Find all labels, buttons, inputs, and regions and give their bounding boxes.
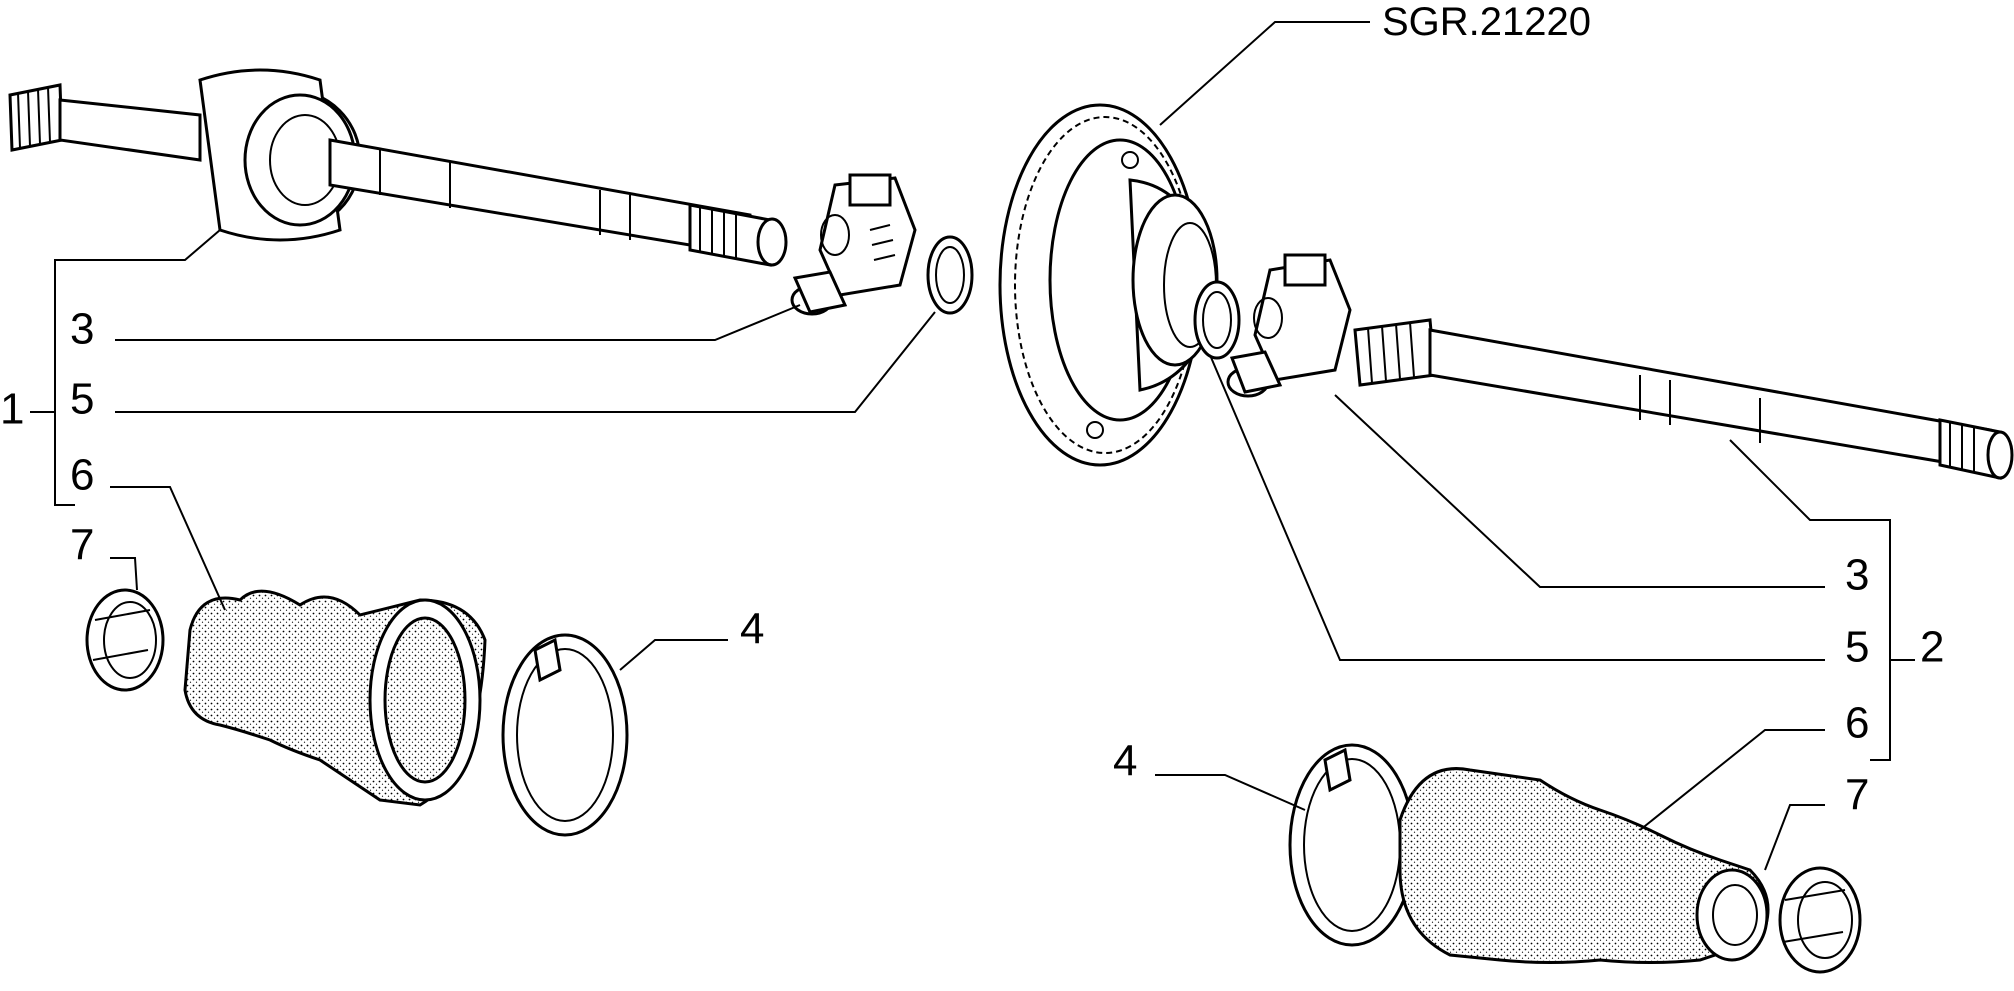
left-tripod-joint bbox=[790, 173, 917, 316]
left-callout-3: 3 bbox=[70, 305, 94, 354]
right-circlip bbox=[1193, 280, 1241, 360]
left-callout-5: 5 bbox=[70, 375, 94, 424]
left-large-clamp bbox=[501, 633, 629, 837]
differential-ring-gear bbox=[998, 103, 1219, 467]
left-small-clamp bbox=[85, 588, 165, 692]
right-small-clamp bbox=[1778, 866, 1862, 974]
leader-lines bbox=[30, 21, 1915, 871]
left-axle-shaft bbox=[8, 68, 788, 267]
reference-code: SGR.21220 bbox=[1382, 0, 1591, 44]
left-boot bbox=[183, 589, 487, 807]
right-callout-7: 7 bbox=[1845, 771, 1869, 820]
left-circlip bbox=[926, 235, 974, 315]
left-group-label: 1 bbox=[0, 385, 24, 434]
right-callout-3: 3 bbox=[1845, 551, 1869, 600]
left-callout-4: 4 bbox=[740, 605, 764, 654]
right-callout-5: 5 bbox=[1845, 623, 1869, 672]
left-callout-6: 6 bbox=[70, 451, 94, 500]
right-large-clamp bbox=[1288, 743, 1416, 947]
right-callout-6: 6 bbox=[1845, 699, 1869, 748]
right-callout-4: 4 bbox=[1113, 737, 1137, 786]
left-callout-7: 7 bbox=[70, 521, 94, 570]
right-tripod-joint bbox=[1226, 253, 1352, 398]
right-axle-shaft bbox=[1353, 318, 2014, 480]
right-group-label: 2 bbox=[1920, 623, 1944, 672]
right-boot bbox=[1398, 767, 1770, 964]
